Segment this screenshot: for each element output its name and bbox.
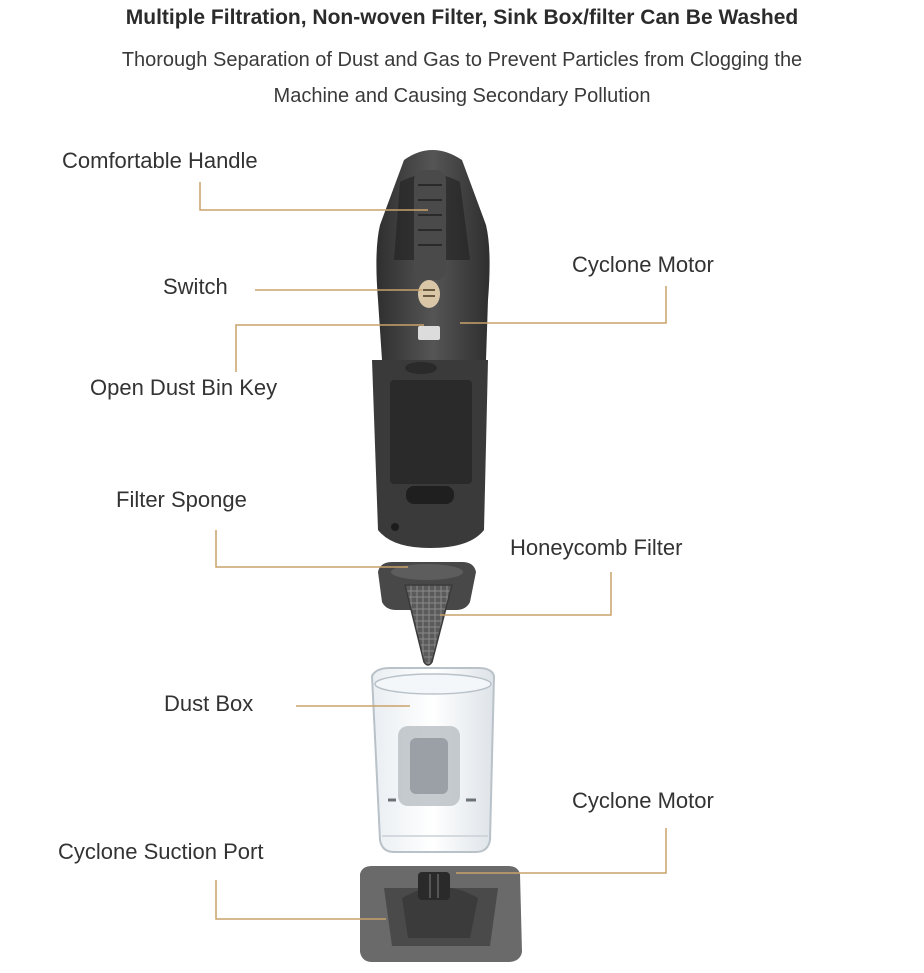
dust-bin-key[interactable] <box>418 326 440 340</box>
leader-cyclone-motor-bottom <box>456 828 667 874</box>
label-filter-sponge: Filter Sponge <box>116 487 247 512</box>
label-open-dust-bin-key: Open Dust Bin Key <box>90 375 278 400</box>
label-dust-box: Dust Box <box>164 691 254 716</box>
dust-box <box>370 667 496 853</box>
label-switch: Switch <box>163 274 228 299</box>
leader-cyclone-motor-top <box>460 286 667 324</box>
page-title: Multiple Filtration, Non-woven Filter, S… <box>125 6 799 29</box>
leader-filter-sponge <box>215 530 408 568</box>
leader-honeycomb-filter <box>440 572 612 616</box>
switch-button[interactable] <box>418 280 440 308</box>
leader-comfortable-handle <box>199 182 428 211</box>
label-cyclone-suction-port: Cyclone Suction Port <box>58 839 264 864</box>
label-comfortable-handle: Comfortable Handle <box>62 148 258 173</box>
cyclone-suction-port <box>360 866 522 962</box>
label-honeycomb-filter: Honeycomb Filter <box>510 535 683 560</box>
vacuum-main-body <box>372 150 490 548</box>
leader-lines <box>199 182 667 920</box>
leader-open-dust-bin-key <box>235 324 424 372</box>
honeycomb-filter <box>404 584 453 666</box>
label-cyclone-motor-bottom: Cyclone Motor <box>572 788 714 813</box>
subtitle-line-1: Thorough Separation of Dust and Gas to P… <box>121 49 803 71</box>
subtitle-line-2: Machine and Causing Secondary Pollution <box>273 85 651 107</box>
leader-cyclone-suction-port <box>215 880 386 920</box>
label-cyclone-motor-top: Cyclone Motor <box>572 252 714 277</box>
